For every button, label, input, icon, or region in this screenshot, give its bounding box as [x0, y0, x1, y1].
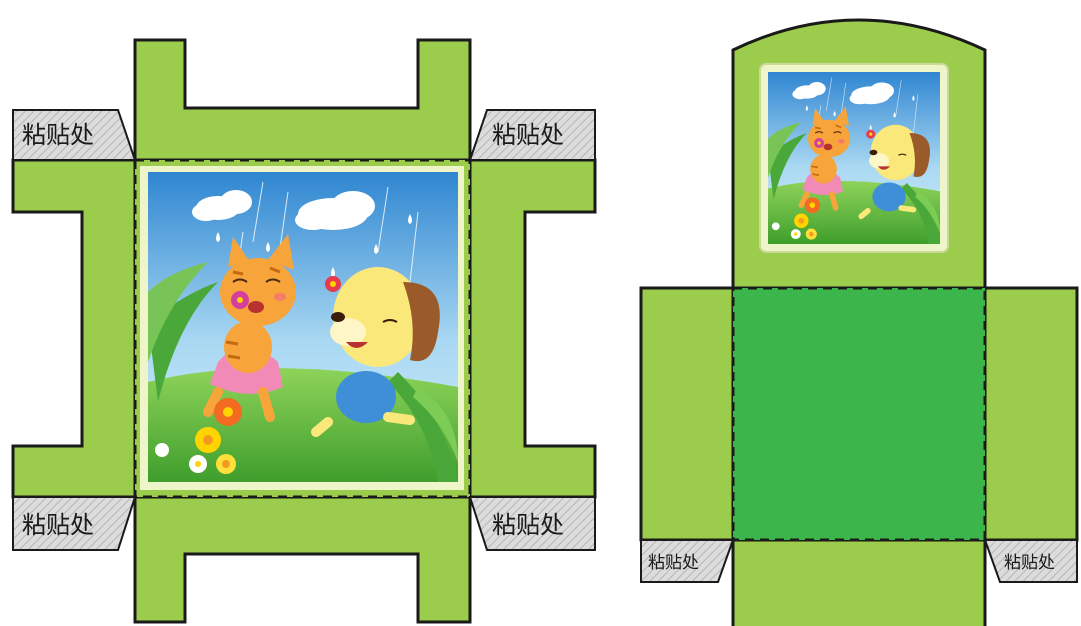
- left-net-bottom-flap: [133, 495, 472, 624]
- glue-tab: 粘贴处: [468, 109, 596, 161]
- glue-tab: 粘贴处: [468, 496, 596, 551]
- right-net-picture: [768, 72, 940, 244]
- right-box-net: 粘贴处 粘贴处: [639, 18, 1079, 626]
- left-box-net: 粘贴处 粘贴处 粘贴处 粘贴处: [11, 38, 597, 624]
- left-net-right-flap: [468, 158, 597, 499]
- glue-tab: 粘贴处: [12, 496, 137, 551]
- right-net-right-flap: [983, 286, 1079, 542]
- left-net-top-flap: [133, 38, 472, 162]
- glue-tab-label: 粘贴处: [1004, 553, 1055, 573]
- right-net-left-flap: [639, 286, 735, 542]
- glue-tab: 粘贴处: [983, 539, 1078, 583]
- glue-tab-label: 粘贴处: [492, 511, 564, 539]
- glue-tab-label: 粘贴处: [22, 511, 94, 539]
- right-net-bottom-panel: [731, 538, 987, 626]
- glue-tab-label: 粘贴处: [492, 121, 564, 149]
- glue-tab-label: 粘贴处: [648, 553, 699, 573]
- left-net-left-flap: [11, 158, 137, 499]
- glue-tab-label: 粘贴处: [22, 121, 94, 149]
- left-net-picture: [148, 172, 458, 482]
- right-net-base: [733, 288, 985, 540]
- glue-tab: 粘贴处: [640, 539, 735, 583]
- glue-tab: 粘贴处: [12, 109, 137, 161]
